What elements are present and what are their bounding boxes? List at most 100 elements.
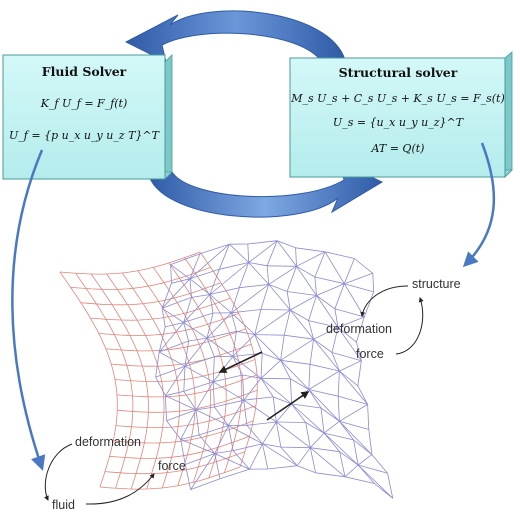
structure-mesh-edge	[158, 322, 184, 353]
structure-mesh-edge	[334, 283, 345, 309]
structure-mesh-edge	[334, 308, 365, 318]
structure-mesh-edge	[296, 265, 316, 278]
structure-mesh-edge	[214, 425, 229, 454]
fluid-to-force-arrow	[85, 473, 155, 505]
structure-mesh-edge	[229, 243, 249, 263]
structure-mesh-edge	[243, 399, 277, 423]
structure-mesh-edge	[276, 240, 297, 267]
structure-mesh-edge	[254, 309, 291, 335]
structure-mesh-edge	[218, 244, 230, 270]
structure-mesh-edge	[161, 307, 184, 323]
structure-mesh-edge	[184, 356, 215, 367]
structure-mesh-edge	[372, 273, 375, 292]
structure-mesh-edge	[291, 403, 322, 409]
structure-mesh-edge	[242, 374, 262, 379]
structure-mesh-edge	[339, 451, 359, 466]
structure-mesh-edge	[199, 243, 230, 255]
structure-mesh-edge	[195, 409, 200, 436]
structure-mesh-edge	[339, 451, 346, 477]
structure-mesh-edge	[275, 421, 282, 448]
structure-mesh-edge	[188, 337, 208, 342]
cycle-arrows	[124, 10, 384, 218]
structure-mesh-edge	[161, 283, 172, 309]
structure-mesh-edge	[247, 243, 250, 263]
structure-mesh-edge	[334, 308, 339, 328]
structure-mesh-edge	[305, 422, 325, 434]
structure-mesh-edge	[183, 294, 211, 323]
structure-mesh-edge	[268, 284, 291, 311]
structure-mesh-edge	[339, 370, 368, 405]
structure-mesh-edge	[214, 399, 244, 408]
structure-mesh-edge	[185, 453, 215, 465]
structure-mesh-edge	[305, 422, 311, 448]
structure-mesh-edge	[339, 404, 368, 422]
structure-mesh-edge	[166, 409, 197, 422]
structure-mesh-edge	[165, 390, 184, 397]
structure-mesh-edge	[277, 240, 296, 249]
structure-mesh-edge	[280, 359, 311, 365]
structure-mesh-edge	[295, 247, 297, 267]
structure-mesh-edge	[236, 330, 255, 335]
structure-mesh-edge	[260, 353, 263, 379]
structure-mesh-edge	[198, 434, 216, 454]
structure-mesh-edge	[232, 450, 250, 470]
structure-mesh-edge	[387, 473, 394, 499]
structure-mesh-edge	[286, 291, 291, 311]
structure-mesh-edge	[367, 404, 370, 430]
structural-solver-box: Structural solver M_s U_s + C_s U_s + K_…	[289, 51, 513, 178]
structure-mesh-edge	[310, 432, 325, 448]
structure-mesh-edge	[189, 278, 211, 295]
structure-mesh-edge	[231, 287, 240, 313]
structure-mesh-edge	[246, 425, 263, 445]
structure-mesh-edge	[232, 331, 237, 357]
structure-mesh-edge	[339, 421, 354, 441]
fluid-connector-arrow	[11, 149, 46, 471]
structure-mesh-edge	[357, 385, 368, 405]
structure-mesh-edge	[290, 378, 292, 405]
structure-mesh-edge	[214, 406, 229, 426]
structure-mesh-edge	[297, 465, 316, 474]
structure-mesh-edge	[315, 472, 346, 478]
structure-mesh-edge	[231, 309, 261, 314]
structure-mesh-edge	[184, 337, 208, 367]
structure-mesh-edge	[228, 425, 234, 451]
fluid-equation-2: U_f = {p u_x u_y u_z T}^T	[9, 129, 161, 142]
structure-mesh-edge	[310, 447, 340, 453]
structure-mesh-edge	[209, 262, 249, 295]
fluid-mesh-line	[98, 313, 239, 336]
structure-mesh-edge	[316, 295, 339, 328]
structure-mesh-edge	[291, 403, 307, 423]
structure-mesh-edge	[343, 258, 355, 284]
structure-mesh-edge	[183, 322, 208, 339]
fluid-mesh-line	[114, 359, 256, 382]
structural-solver-title: Structural solver	[339, 65, 458, 80]
structure-mesh-edge	[159, 351, 186, 367]
structure-mesh-edge	[308, 389, 339, 397]
structure-mesh-edge	[316, 283, 345, 296]
structure-mesh-edge	[286, 266, 297, 292]
fluid-mesh-line	[75, 272, 134, 489]
structure-mesh-edge	[180, 434, 200, 440]
fluid-mesh-line	[199, 251, 258, 468]
structure-mesh-edge	[354, 258, 374, 274]
structure-mesh-edge	[337, 327, 362, 361]
structure-mesh-edge	[344, 464, 359, 478]
structure-mesh-edge	[158, 326, 166, 353]
structure-mesh-edge	[276, 421, 311, 449]
structure-mesh-edge	[206, 330, 237, 339]
structure-mesh-edge	[228, 399, 245, 426]
force-transfer-arrow-upper	[218, 351, 263, 373]
structure-mesh-edge	[239, 284, 269, 289]
structure-mesh-edge	[254, 334, 281, 361]
structure-mesh-edge	[206, 312, 232, 339]
structure-mesh-edge	[170, 264, 172, 284]
structure-mesh-edge	[308, 389, 340, 422]
structure-mesh-edge	[198, 425, 229, 436]
structure-mesh-edge	[231, 312, 237, 332]
structure-mesh-edge	[290, 295, 317, 311]
structure-mesh-edge	[344, 476, 375, 484]
structure-mesh-edge	[280, 335, 285, 361]
structure-mesh-edge	[337, 396, 340, 422]
structure-mesh-edge	[296, 266, 317, 296]
